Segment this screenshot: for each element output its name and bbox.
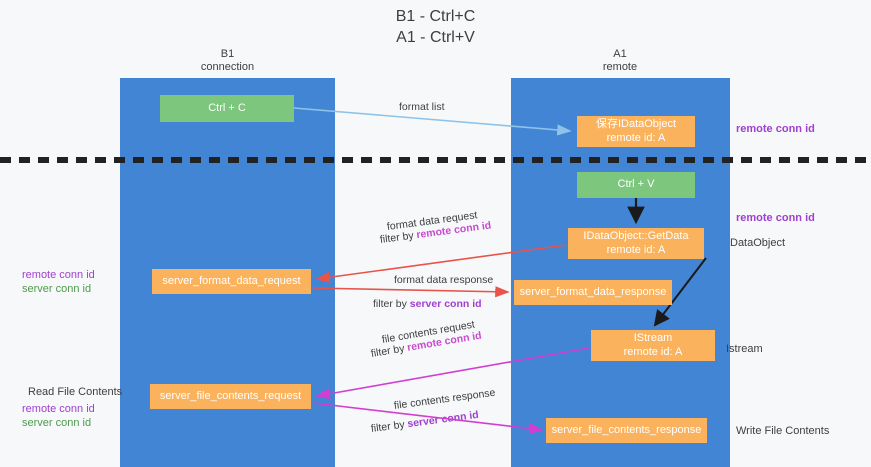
node-server-file-contents-request[interactable]: server_file_contents_request [150, 384, 311, 409]
edge-file-contents-request [315, 347, 590, 400]
swimlane-header-b1: B1 connection [200, 48, 255, 73]
swimlane-header-a1: A1 remote [602, 48, 638, 73]
node-save-idataobject[interactable]: 保存IDataObject remote id: A [577, 116, 695, 147]
edge-label-format-list: format list [399, 101, 445, 113]
filter-prefix-2: filter by [373, 298, 410, 310]
annotation-remote-conn-id-mid: remote conn id [736, 212, 815, 224]
node-server-format-data-response[interactable]: server_format_data_response [514, 280, 672, 305]
edge-file-contents-response [312, 402, 544, 435]
edge-format-data-response [312, 286, 510, 298]
annotation-dataobject: DataObject [730, 237, 786, 249]
node-server-format-data-request[interactable]: server_format_data_request [152, 269, 311, 294]
edge-label-format-data-response: format data response [394, 274, 494, 286]
edge-label-filter-server-conn-id-1: filter by server conn id [373, 297, 482, 311]
annotation-istream: Istream [726, 343, 763, 355]
annotation-server-conn-id-left-2: server conn id [22, 417, 92, 429]
annotation-remote-conn-id-left-1: remote conn id [22, 269, 95, 281]
node-istream[interactable]: IStream remote id: A [591, 330, 715, 361]
server-conn-id-emphasis-1: server conn id [409, 298, 482, 310]
annotation-write-file-contents: Write File Contents [736, 425, 830, 437]
edge-format-data-request [315, 244, 567, 283]
node-ctrl-c[interactable]: Ctrl + C [160, 95, 294, 122]
node-ctrl-v[interactable]: Ctrl + V [577, 172, 695, 198]
node-idataobject-getdata[interactable]: IDataObject::GetData remote id: A [568, 228, 704, 259]
diagram-title: B1 - Ctrl+C A1 - Ctrl+V [395, 8, 476, 46]
annotation-conn-ids-upper: remote conn id server conn id [22, 268, 95, 296]
edge-response-to-istream [653, 257, 707, 327]
annotation-read-file-contents: Read File Contents [28, 386, 123, 398]
annotation-remote-conn-id-top: remote conn id [736, 123, 815, 135]
edge-format-list [293, 107, 572, 136]
node-server-file-contents-response[interactable]: server_file_contents_response [546, 418, 707, 443]
annotation-conn-ids-lower: remote conn id server conn id [22, 402, 95, 430]
annotation-remote-conn-id-left-2: remote conn id [22, 403, 95, 415]
annotation-server-conn-id-left-1: server conn id [22, 283, 92, 295]
